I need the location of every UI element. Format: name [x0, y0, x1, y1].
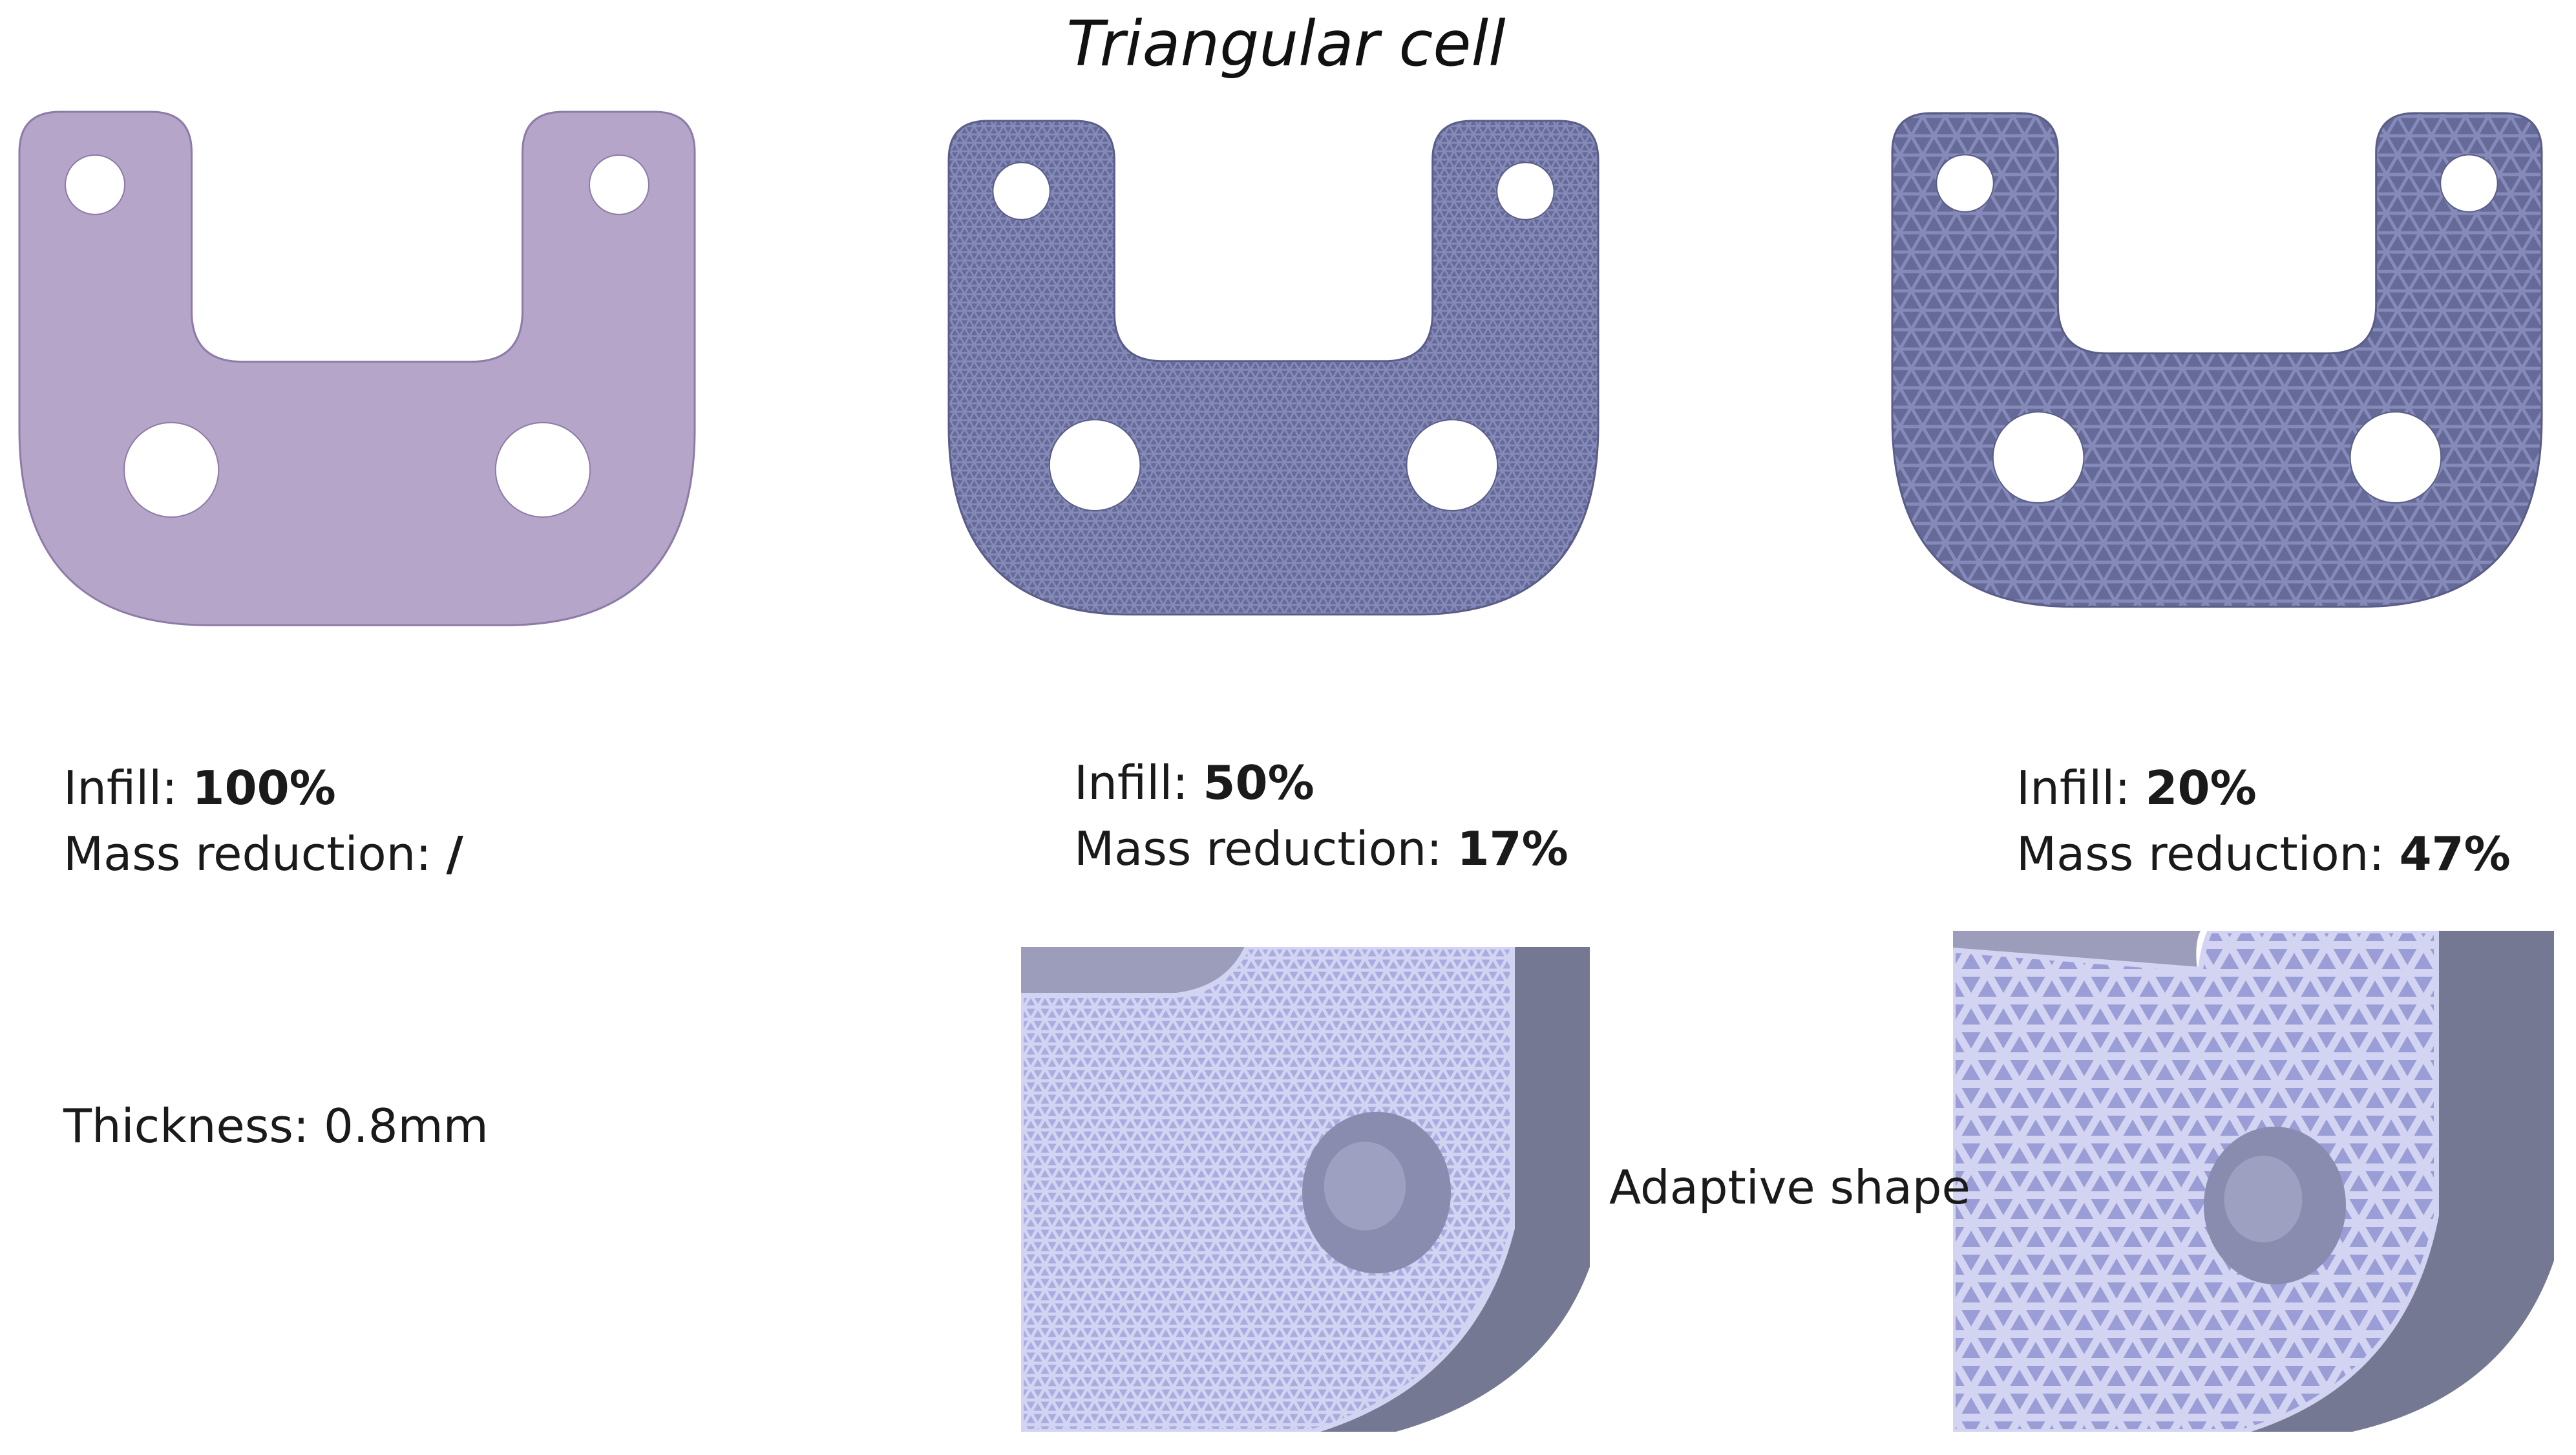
- mass-label-1: Mass reduction:: [63, 827, 447, 881]
- detail-side-wall-2: [2243, 931, 2554, 1432]
- infill-label-2: Infill:: [1074, 756, 1203, 810]
- infill-line-3: Infill: 20%: [2016, 755, 2511, 821]
- mounting-hole-3-1: [1936, 154, 1994, 213]
- infill-line-1: Infill: 100%: [63, 755, 463, 821]
- mass-line-2: Mass reduction: 17%: [1074, 816, 1568, 882]
- mounting-hole-3-4: [2349, 411, 2442, 504]
- detail-hole-depth-1: [1324, 1142, 1406, 1231]
- mounting-hole-1-1: [65, 154, 126, 215]
- mounting-hole-2-2: [1496, 162, 1555, 220]
- variant-info-1: Infill: 100% Mass reduction: /: [63, 755, 463, 887]
- detail-lattice-face-2: [1953, 931, 2439, 1432]
- infill-label-1: Infill:: [63, 761, 193, 815]
- bracket-part-2: [947, 120, 1599, 616]
- mounting-hole-2-4: [1406, 419, 1499, 512]
- mass-label-2: Mass reduction:: [1074, 822, 1457, 876]
- mounting-hole-1-2: [588, 154, 649, 215]
- mass-label-3: Mass reduction:: [2016, 827, 2400, 881]
- detail-view-1: [1021, 947, 1590, 1432]
- infill-label-3: Infill:: [2016, 761, 2146, 815]
- detail-view-2: [1953, 931, 2554, 1432]
- variant-info-3: Infill: 20% Mass reduction: 47%: [2016, 755, 2511, 887]
- mounting-hole-3-3: [1992, 411, 2085, 504]
- variant-info-2: Infill: 50% Mass reduction: 17%: [1074, 750, 1568, 882]
- mass-line-3: Mass reduction: 47%: [2016, 821, 2511, 887]
- mass-value-3: 47%: [2399, 827, 2511, 881]
- detail-side-wall-1: [1312, 947, 1590, 1432]
- infill-value-2: 50%: [1203, 756, 1314, 810]
- detail-hole-depth-2: [2224, 1155, 2303, 1243]
- mass-line-1: Mass reduction: /: [63, 821, 463, 887]
- bracket-part-3: [1891, 112, 2543, 608]
- figure-title: Triangular cell: [1066, 8, 1506, 80]
- detail-top-edge-1: [1021, 947, 1247, 995]
- detail-lattice-face-1: [1021, 947, 1515, 1432]
- infill-line-2: Infill: 50%: [1074, 750, 1568, 816]
- infill-value-1: 100%: [192, 761, 336, 815]
- mass-value-2: 17%: [1457, 822, 1568, 876]
- mounting-hole-2-3: [1048, 419, 1141, 512]
- adaptive-shape-label: Adaptive shape: [1609, 1160, 1970, 1215]
- mounting-hole-2-1: [992, 162, 1051, 220]
- infill-value-3: 20%: [2145, 761, 2257, 815]
- mass-value-1: /: [446, 827, 463, 881]
- bracket-part-1: [18, 111, 696, 626]
- thickness-label: Thickness: 0.8mm: [63, 1099, 489, 1153]
- mounting-hole-1-4: [494, 421, 591, 518]
- mounting-hole-1-3: [123, 421, 220, 518]
- detail-top-edge-2: [1953, 931, 2201, 970]
- mounting-hole-3-2: [2440, 154, 2498, 213]
